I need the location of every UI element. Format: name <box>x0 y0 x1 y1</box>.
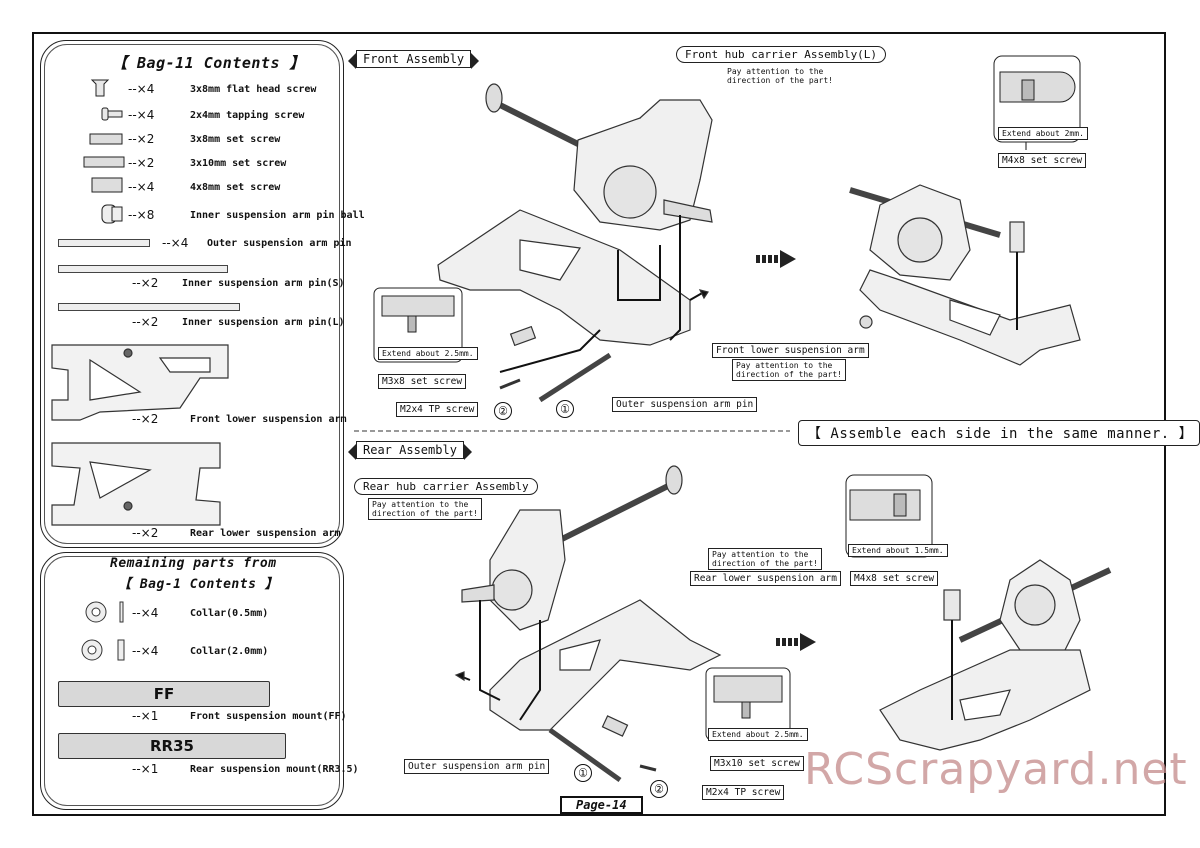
label-collar-20: Collar(2.0mm) <box>190 646 269 657</box>
collar-0.5mm-icon <box>85 601 124 623</box>
rear-lower-arm-icon <box>51 442 221 526</box>
front-assembly-heading: Front Assembly <box>347 50 480 69</box>
front-hub-callout: Front hub carrier Assembly(L) <box>676 46 887 63</box>
qty-rear-lower-arm: --×2 <box>132 526 159 540</box>
page-number: Page-14 <box>560 796 643 814</box>
label-set-screw-3x10: 3x10mm set screw <box>190 158 287 169</box>
front-lower-arm-note: Pay attention to the direction of the pa… <box>732 359 846 381</box>
front-suspension-mount-icon: FF <box>58 681 270 707</box>
bag11-panel <box>40 40 344 548</box>
front-tp-screw-label: M2x4 TP screw <box>396 402 479 417</box>
qty-outer-pin: --×4 <box>162 236 189 250</box>
watermark: RCScrapyard.net <box>804 744 1188 795</box>
tapping-screw-icon <box>101 107 123 121</box>
qty-inner-pin-l: --×2 <box>132 315 159 329</box>
qty-inner-pin-s: --×2 <box>132 276 159 290</box>
set-screw-3x10-icon <box>83 156 125 168</box>
rear-pin-label: Outer suspension arm pin <box>404 759 550 774</box>
set-screw-3x8-icon <box>89 133 123 145</box>
front-detail-box-left <box>373 287 463 363</box>
front-lower-arm-label: Front lower suspension arm <box>712 343 869 358</box>
set-screw-4x8-icon <box>91 177 123 193</box>
rear-right-detail-note: Extend about 1.5mm. <box>848 544 948 557</box>
label-outer-pin: Outer suspension arm pin <box>207 238 352 249</box>
mount-rr35-mark: RR35 <box>150 737 194 755</box>
collar-2.0mm-icon <box>81 639 125 661</box>
label-inner-pin-l: Inner suspension arm pin(L) <box>182 317 345 328</box>
label-front-mount: Front suspension mount(FF) <box>190 711 347 722</box>
rear-lower-arm-label: Rear lower suspension arm <box>690 571 841 586</box>
rear-lower-arm-note: Pay attention to the direction of the pa… <box>708 548 822 570</box>
remaining-panel <box>40 552 344 810</box>
rear-detail-note: Extend about 2.5mm. <box>708 728 808 741</box>
front-right-detail-note: Extend about 2mm. <box>998 127 1088 140</box>
label-collar-05: Collar(0.5mm) <box>190 608 269 619</box>
bag11-title: 【 Bag-11 Contents 】 <box>112 54 306 72</box>
label-front-lower-arm: Front lower suspension arm <box>190 414 347 425</box>
rear-assembly-heading: Rear Assembly <box>348 441 472 460</box>
front-lower-arm-icon <box>51 344 229 421</box>
label-rear-lower-arm: Rear lower suspension arm <box>190 528 341 539</box>
remaining-title-line1: Remaining parts from <box>110 556 277 571</box>
qty-collar-05: --×4 <box>132 606 159 620</box>
rear-suspension-mount-icon: RR35 <box>58 733 286 759</box>
remaining-title-line2: 【 Bag-1 Contents 】 <box>118 577 279 592</box>
rear-right-screw-label: M4x8 set screw <box>850 571 939 586</box>
qty-tapping-screw: --×4 <box>128 108 155 122</box>
front-assembly-illustration <box>437 83 1081 403</box>
arrow-right-icon <box>756 250 796 268</box>
qty-set-screw-4x8: --×4 <box>128 180 155 194</box>
rear-step-1: ① <box>574 764 592 782</box>
arrow-right-icon <box>776 633 816 651</box>
label-tapping-screw: 2x4mm tapping screw <box>190 110 305 121</box>
inner-pin-l-icon <box>58 303 240 311</box>
label-pin-ball: Inner suspension arm pin ball <box>190 210 365 221</box>
outer-pin-icon <box>58 239 150 247</box>
qty-front-lower-arm: --×2 <box>132 412 159 426</box>
label-inner-pin-s: Inner suspension arm pin(S) <box>182 278 345 289</box>
rear-hub-callout: Rear hub carrier Assembly <box>354 478 538 495</box>
rear-set-screw-label: M3x10 set screw <box>710 756 804 771</box>
label-rear-mount: Rear suspension mount(RR3.5) <box>190 764 359 775</box>
pin-ball-icon <box>101 204 123 224</box>
front-step-2: ② <box>494 402 512 420</box>
rear-tp-screw-label: M2x4 TP screw <box>702 785 785 800</box>
same-manner-note: 【 Assemble each side in the same manner.… <box>798 420 1200 446</box>
front-step-1: ① <box>556 400 574 418</box>
qty-flat-head-screw: --×4 <box>128 82 155 96</box>
rear-detail-box-right <box>845 474 933 558</box>
qty-rear-mount: --×1 <box>132 762 159 776</box>
qty-set-screw-3x8: --×2 <box>128 132 155 146</box>
label-set-screw-4x8: 4x8mm set screw <box>190 182 281 193</box>
rear-hub-note: Pay attention to the direction of the pa… <box>368 498 482 520</box>
front-detail-note: Extend about 2.5mm. <box>378 347 478 360</box>
label-set-screw-3x8: 3x8mm set screw <box>190 134 281 145</box>
rear-detail-box-left <box>705 667 791 741</box>
front-hub-note: Pay attention to the direction of the pa… <box>724 66 836 86</box>
qty-collar-20: --×4 <box>132 644 159 658</box>
rear-step-2: ② <box>650 780 668 798</box>
qty-pin-ball: --×8 <box>128 208 155 222</box>
front-set-screw-label: M3x8 set screw <box>378 374 467 389</box>
front-right-screw-label: M4x8 set screw <box>998 153 1087 168</box>
rear-assembly-illustration <box>454 465 1112 783</box>
inner-pin-s-icon <box>58 265 228 273</box>
flat-head-screw-icon <box>90 79 110 97</box>
qty-set-screw-3x10: --×2 <box>128 156 155 170</box>
qty-front-mount: --×1 <box>132 709 159 723</box>
front-pin-label: Outer suspension arm pin <box>612 397 758 412</box>
mount-ff-mark: FF <box>153 685 175 703</box>
front-detail-box-right <box>993 55 1081 143</box>
label-flat-head-screw: 3x8mm flat head screw <box>190 84 317 95</box>
